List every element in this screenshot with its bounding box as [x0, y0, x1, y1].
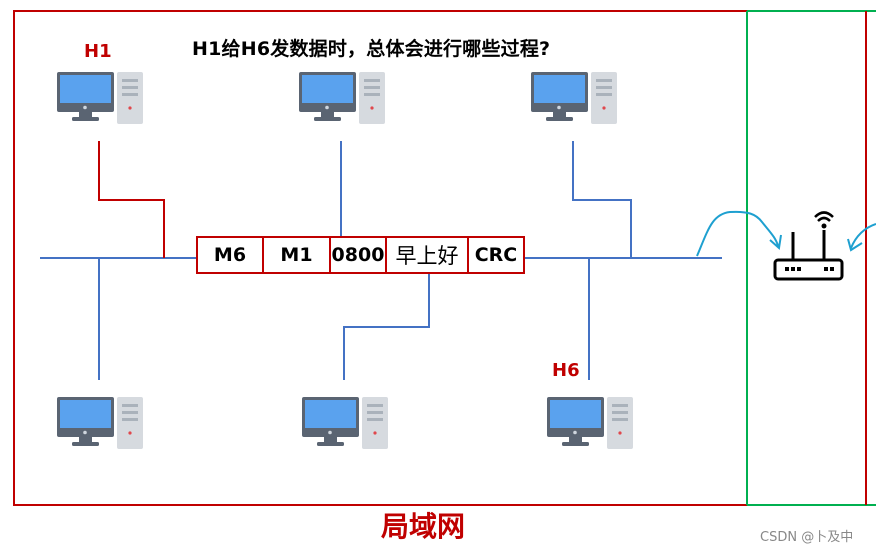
host-label-h6: H6 — [552, 360, 580, 381]
lan-caption: 局域网 — [380, 510, 465, 543]
desktop-computer-icon — [302, 397, 388, 449]
frame-field-source-mac: M1 — [262, 236, 331, 274]
signal-curve-left — [696, 210, 779, 257]
desktop-computer-icon — [57, 397, 143, 449]
wifi-router-icon — [773, 211, 844, 281]
frame-field-type: 0800 — [329, 236, 387, 274]
host-label-h1: H1 — [84, 41, 112, 62]
signal-arrowhead-left — [769, 234, 782, 250]
desktop-computer-icon — [531, 72, 617, 124]
desktop-computer-icon — [57, 72, 143, 124]
bottom-middle-link — [343, 274, 430, 380]
signal-arrowhead-right — [847, 238, 863, 252]
frame-field-payload: 早上好 — [385, 236, 469, 274]
signal-curve-right — [850, 223, 876, 249]
watermark: CSDN @卜及中 — [760, 530, 854, 545]
diagram-question-title: H1给H6发数据时，总体会进行哪些过程? — [192, 38, 551, 60]
frame-field-destination-mac: M6 — [196, 236, 264, 274]
desktop-computer-icon — [547, 397, 633, 449]
h1-link — [98, 141, 165, 258]
ethernet-frame: M6 M1 0800 早上好 CRC — [196, 236, 525, 274]
top-right-link — [572, 141, 632, 258]
frame-field-crc: CRC — [467, 236, 525, 274]
desktop-computer-icon — [299, 72, 385, 124]
